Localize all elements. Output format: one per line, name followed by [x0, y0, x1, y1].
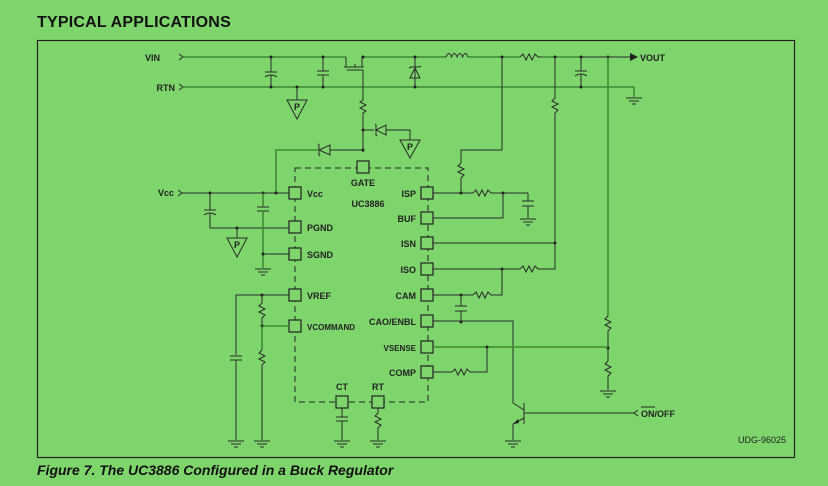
input-capacitor-2	[317, 55, 329, 89]
pin-rt	[371, 395, 385, 409]
pin-label-iso: ISO	[400, 265, 416, 275]
pin-label-sgnd: SGND	[307, 250, 334, 260]
vsense-bottom-resistor	[603, 360, 613, 390]
pin-iso	[420, 262, 434, 276]
onoff-transistor	[512, 402, 634, 440]
terminal-onoff-label: ON/OFF	[641, 409, 675, 419]
terminal-vout-label: VOUT	[640, 53, 666, 63]
ground-icon	[334, 440, 350, 448]
pin-vcommand	[288, 319, 302, 333]
pin-isp	[420, 186, 434, 200]
output-inductor	[445, 53, 469, 59]
freewheel-diode-icon	[408, 55, 422, 89]
pin-label-vsense: VSENSE	[384, 344, 417, 353]
chip-name: UC3886	[351, 199, 384, 209]
pin-label-cao-enbl: CAO/ENBL	[369, 317, 417, 327]
section-title: TYPICAL APPLICATIONS	[37, 14, 231, 31]
diagram-id: UDG-96025	[738, 435, 786, 445]
pin-label-vcc: Vcc	[307, 189, 323, 199]
pin-label-vcommand: VCOMMAND	[307, 323, 355, 332]
ground-icon	[254, 440, 270, 448]
vref-capacitor	[230, 355, 242, 440]
ground-icon	[600, 390, 616, 398]
figure-caption: Figure 7. The UC3886 Configured in a Buc…	[37, 462, 394, 478]
pin-cam	[420, 288, 434, 302]
pin-label-ct: CT	[336, 382, 348, 392]
pin-label-pgnd: PGND	[307, 223, 334, 233]
pin-vcc	[288, 186, 302, 200]
gate-diode-icon	[363, 123, 411, 140]
pin-label-isp: ISP	[401, 189, 416, 199]
terminal-vin-arrow	[178, 53, 184, 61]
input-capacitor-1	[264, 55, 278, 89]
output-capacitor	[574, 55, 588, 89]
pin-label-comp: COMP	[389, 368, 416, 378]
terminal-rtn-label: RTN	[157, 83, 176, 93]
pin-gate	[356, 160, 370, 174]
pin-vsense	[420, 340, 434, 354]
pin-comp	[420, 365, 434, 379]
gate-resistor	[358, 96, 368, 152]
power-ground-icon: P	[226, 228, 248, 259]
diagram-frame	[36, 39, 796, 459]
vsense-top-resistor	[603, 315, 613, 360]
ground-icon	[228, 440, 244, 448]
pin-vref	[288, 288, 302, 302]
pin-label-rt: RT	[372, 382, 384, 392]
power-ground-icon: P	[286, 85, 308, 121]
pin-sgnd	[288, 247, 302, 261]
vin-rail	[183, 53, 638, 61]
chip-outline	[294, 167, 429, 403]
current-sense-resistor	[519, 52, 542, 62]
terminal-rtn-arrow	[178, 83, 184, 91]
terminal-vin-label: VIN	[145, 53, 160, 63]
isn-divider-resistor	[550, 57, 560, 243]
ground-icon	[626, 97, 642, 105]
vcc-capacitor-1	[203, 193, 289, 230]
rt-resistor	[373, 408, 383, 440]
iso-feedback-resistor	[519, 243, 556, 274]
pin-label-cam: CAM	[396, 291, 417, 301]
ground-icon	[520, 218, 536, 226]
ground-icon	[255, 268, 271, 276]
bootstrap-diode-icon	[275, 143, 363, 194]
pin-label-buf: BUF	[398, 214, 417, 224]
pin-label-isn: ISN	[401, 239, 416, 249]
cam-resistor	[472, 269, 503, 300]
svg-text:P: P	[407, 142, 413, 152]
ground-icon	[370, 440, 386, 448]
pin-label-gate: GATE	[351, 178, 375, 188]
pin-isn	[420, 236, 434, 250]
svg-text:P: P	[234, 240, 240, 250]
vcommand-bottom-resistor	[257, 349, 267, 440]
vout-arrow	[630, 53, 638, 61]
isp-divider-resistor	[456, 162, 466, 192]
pin-buf	[420, 211, 434, 225]
terminal-onoff-arrow	[633, 409, 639, 417]
cam-capacitor	[455, 295, 467, 322]
isp-buf-resistor	[472, 188, 528, 198]
terminal-vcc-label: Vcc	[158, 188, 174, 198]
vcc-capacitor-2	[257, 193, 289, 268]
comp-resistor	[451, 347, 488, 377]
ct-capacitor	[336, 408, 348, 440]
vcommand-top-resistor	[257, 295, 267, 326]
pin-ct	[335, 395, 349, 409]
pin-pgnd	[288, 220, 302, 234]
mosfet-switch	[344, 55, 365, 96]
ground-icon	[505, 440, 521, 448]
power-ground-icon: P	[399, 139, 421, 160]
svg-text:P: P	[294, 102, 300, 112]
isp-filter-capacitor	[522, 193, 534, 218]
pin-label-vref: VREF	[307, 291, 332, 301]
pin-cao-enbl	[420, 314, 434, 328]
